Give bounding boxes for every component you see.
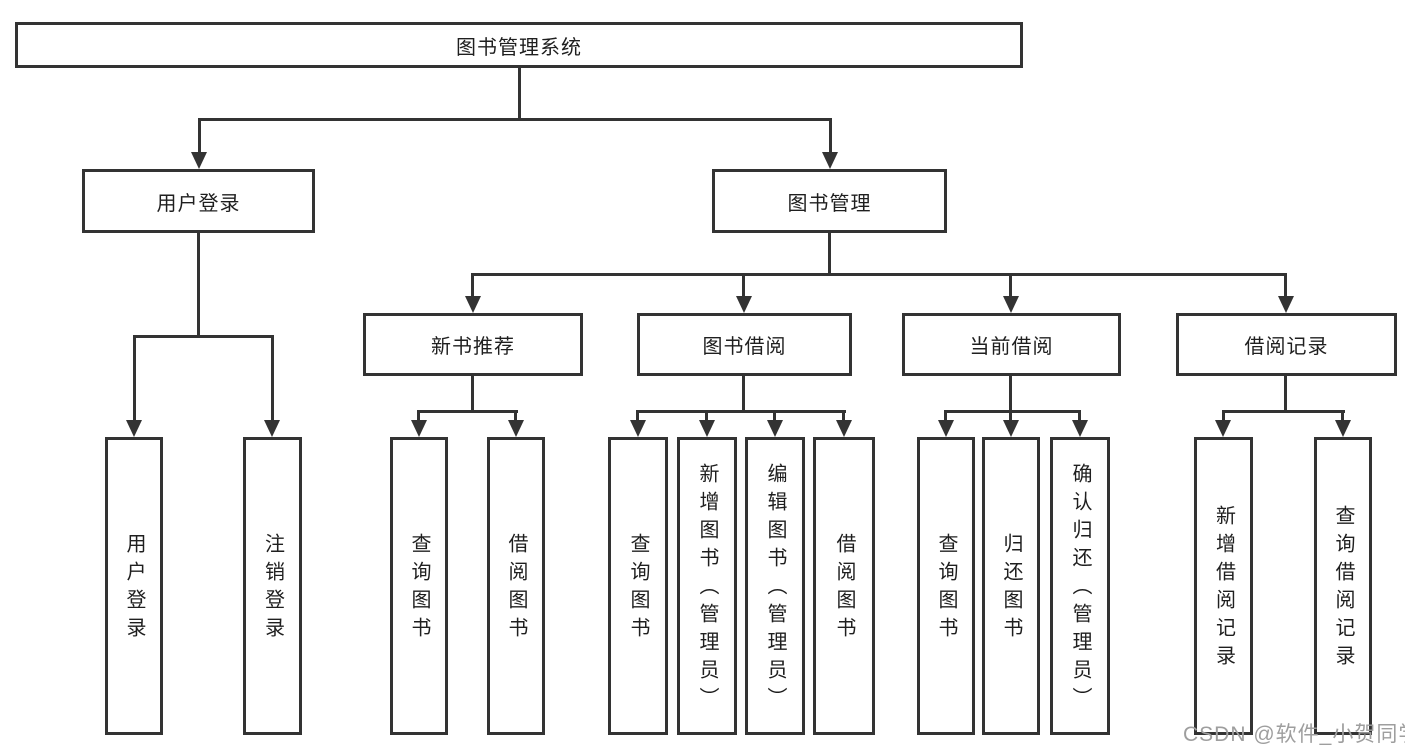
csdn-watermark: CSDN @软件_小贺同学: [1183, 723, 1405, 746]
node-book-borrowing: 图书借阅: [637, 313, 852, 376]
arrow-down-icon: [1003, 296, 1019, 313]
node-book-management: 图书管理: [712, 169, 947, 233]
connector-line: [514, 410, 517, 421]
leaf-borrow-books: 借阅图书: [813, 437, 875, 735]
connector-line: [471, 273, 474, 297]
connector-line: [636, 410, 846, 413]
connector-line: [1009, 273, 1012, 297]
leaf-user-login-label: 用户登录: [123, 533, 145, 645]
connector-line: [1222, 410, 1345, 413]
arrow-down-icon: [508, 420, 524, 437]
arrow-down-icon: [1215, 420, 1231, 437]
arrow-down-icon: [1072, 420, 1088, 437]
connector-line: [944, 410, 1081, 413]
connector-line: [705, 410, 708, 421]
connector-line: [198, 118, 832, 121]
node-root-label: 图书管理系统: [456, 36, 582, 59]
leaf-add-books-admin: 新增图书（管理员）: [677, 437, 737, 735]
arrow-down-icon: [1278, 296, 1294, 313]
connector-line: [1078, 410, 1081, 421]
connector-line: [1009, 410, 1012, 421]
connector-line: [1284, 273, 1287, 297]
connector-line: [636, 410, 639, 421]
connector-line: [742, 376, 745, 410]
arrow-down-icon: [465, 296, 481, 313]
node-user-login: 用户登录: [82, 169, 315, 233]
connector-line: [1222, 410, 1225, 421]
leaf-borrow-books-label: 借阅图书: [833, 533, 855, 645]
node-new-book-recommend-label: 新书推荐: [431, 336, 515, 358]
leaf-query-books-current: 查询图书: [917, 437, 975, 735]
leaf-logout: 注销登录: [243, 437, 302, 735]
leaf-confirm-return-admin: 确认归还（管理员）: [1050, 437, 1110, 735]
node-root: 图书管理系统: [15, 22, 1023, 68]
arrow-down-icon: [411, 420, 427, 437]
leaf-confirm-return-admin-label: 确认归还（管理员）: [1069, 463, 1091, 715]
connector-line: [271, 335, 274, 421]
connector-line: [829, 118, 832, 154]
leaf-query-books-recommend: 查询图书: [390, 437, 448, 735]
arrow-down-icon: [1335, 420, 1351, 437]
leaf-add-borrow-record-label: 新增借阅记录: [1212, 505, 1235, 673]
connector-line: [1284, 376, 1287, 410]
connector-line: [842, 410, 845, 421]
leaf-return-books: 归还图书: [982, 437, 1040, 735]
connector-line: [1009, 376, 1012, 410]
node-book-management-label: 图书管理: [787, 192, 872, 215]
node-book-borrowing-label: 图书借阅: [702, 336, 787, 358]
leaf-borrow-books-recommend-label: 借阅图书: [505, 533, 527, 645]
node-user-login-label: 用户登录: [156, 192, 241, 215]
arrow-down-icon: [1003, 420, 1019, 437]
connector-line: [773, 410, 776, 421]
arrow-down-icon: [822, 152, 838, 169]
arrow-down-icon: [699, 420, 715, 437]
leaf-query-borrow-record-label: 查询借阅记录: [1332, 505, 1354, 673]
connector-line: [471, 273, 1287, 276]
arrow-down-icon: [836, 420, 852, 437]
leaf-borrow-books-recommend: 借阅图书: [487, 437, 545, 735]
arrow-down-icon: [736, 296, 752, 313]
leaf-query-books-borrowing-label: 查询图书: [627, 533, 649, 645]
node-new-book-recommend: 新书推荐: [363, 313, 583, 376]
node-borrow-records: 借阅记录: [1176, 313, 1397, 376]
node-borrow-records-label: 借阅记录: [1244, 336, 1329, 358]
arrow-down-icon: [264, 420, 280, 437]
connector-line: [197, 233, 200, 335]
leaf-query-borrow-record: 查询借阅记录: [1314, 437, 1372, 735]
leaf-return-books-label: 归还图书: [1000, 533, 1022, 645]
connector-line: [198, 118, 201, 154]
connector-line: [133, 335, 136, 421]
leaf-edit-books-admin: 编辑图书（管理员）: [745, 437, 805, 735]
leaf-add-books-admin-label: 新增图书（管理员）: [696, 463, 718, 715]
connector-line: [944, 410, 947, 421]
leaf-query-books-borrowing: 查询图书: [608, 437, 668, 735]
connector-line: [1341, 410, 1344, 421]
node-current-borrowing-label: 当前借阅: [969, 336, 1054, 358]
connector-line: [417, 410, 518, 413]
node-current-borrowing: 当前借阅: [902, 313, 1121, 376]
leaf-add-borrow-record: 新增借阅记录: [1194, 437, 1253, 735]
connector-line: [518, 68, 521, 118]
arrow-down-icon: [767, 420, 783, 437]
leaf-logout-label: 注销登录: [261, 533, 284, 645]
connector-line: [828, 233, 831, 273]
arrow-down-icon: [630, 420, 646, 437]
connector-line: [742, 273, 745, 297]
leaf-user-login: 用户登录: [105, 437, 163, 735]
leaf-query-books-current-label: 查询图书: [935, 533, 957, 645]
leaf-edit-books-admin-label: 编辑图书（管理员）: [764, 463, 786, 715]
connector-line: [471, 376, 474, 410]
connector-line: [133, 335, 274, 338]
arrow-down-icon: [191, 152, 207, 169]
arrow-down-icon: [126, 420, 142, 437]
arrow-down-icon: [938, 420, 954, 437]
connector-line: [417, 410, 420, 421]
leaf-query-books-recommend-label: 查询图书: [408, 533, 430, 645]
